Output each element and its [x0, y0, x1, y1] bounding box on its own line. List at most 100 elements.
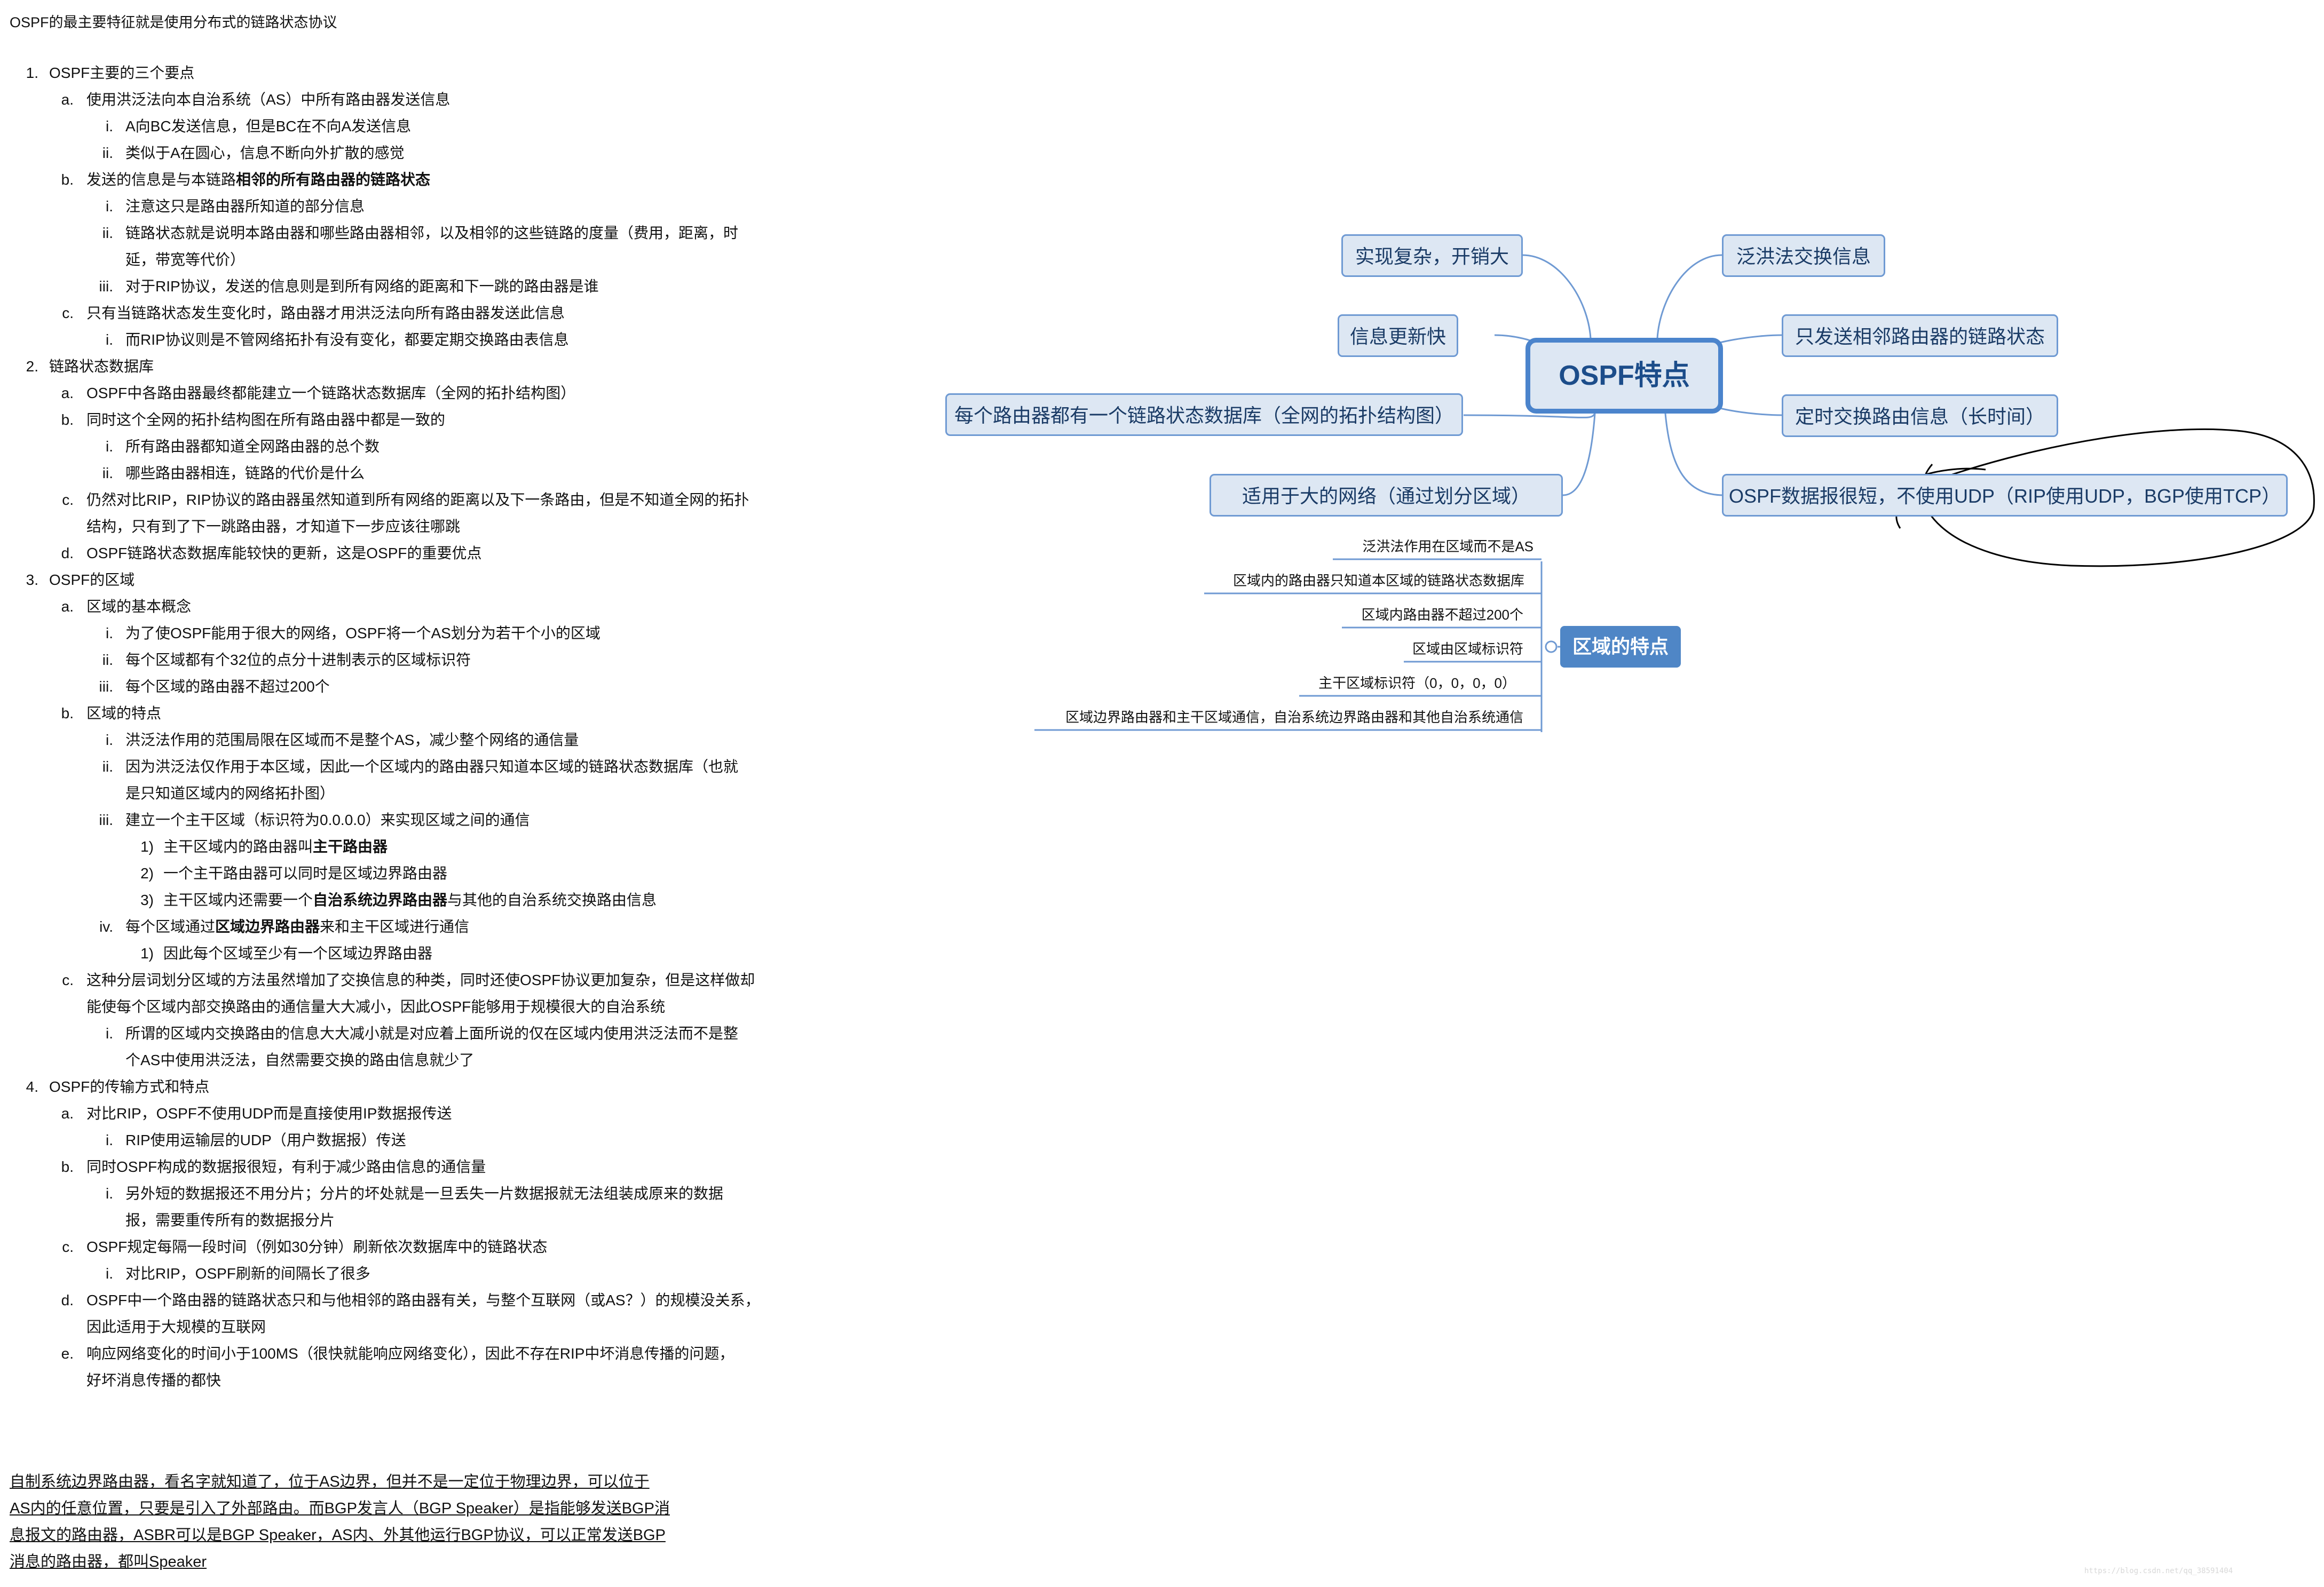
outline-text: 只有当链路状态发生变化时，路由器才用洪泛法向所有路由器发送此信息: [86, 305, 565, 321]
connector-line: [1656, 254, 1722, 339]
list-marker: ii.: [102, 758, 113, 775]
outline-text: OSPF的区域: [49, 572, 135, 588]
mindmap-node-left-3[interactable]: 每个路由器都有一个链路状态数据库（全网的拓扑结构图）: [945, 393, 1463, 436]
connector-line: [1522, 254, 1592, 339]
list-marker: 2): [140, 865, 154, 882]
connector-line: [1664, 413, 1725, 496]
list-marker: 1): [140, 838, 154, 855]
outline-text: 因此每个区域至少有一个区域边界路由器: [163, 945, 433, 962]
outline-text: 仍然对比RIP，RIP协议的路由器虽然知道到所有网络的距离以及下一条路由，但是不…: [86, 491, 749, 508]
region-leaf[interactable]: 区域由区域标识符: [1412, 641, 1523, 657]
region-leaf[interactable]: 主干区域标识符（0，0，0，0）: [1318, 675, 1516, 691]
list-marker: i.: [106, 625, 113, 641]
region-leaf[interactable]: 区域边界路由器和主干区域通信，自治系统边界路由器和其他自治系统通信: [1065, 709, 1523, 725]
mindmap-node-right-3[interactable]: 定时交换路由信息（长时间）: [1782, 394, 2058, 437]
list-marker: e.: [61, 1345, 74, 1362]
watermark: https://blog.csdn.net/qq_38591404: [2084, 1567, 2233, 1575]
region-leaf[interactable]: 区域内的路由器只知道本区域的链路状态数据库: [1232, 573, 1524, 589]
outline-text: 每个区域的路由器不超过200个: [125, 678, 330, 695]
footer-note: 自制系统边界路由器，看名字就知道了，位于AS边界，但并不是一定位于物理边界，可以…: [10, 1469, 703, 1575]
outline-text: 主干区域内的路由器叫主干路由器: [163, 834, 388, 860]
mindmap-node-left-4[interactable]: 适用于大的网络（通过划分区域）: [1210, 474, 1563, 517]
list-marker: b.: [61, 171, 74, 188]
list-marker: ii.: [102, 652, 113, 668]
text-run: 发送的信息是与本链路: [86, 171, 236, 188]
list-marker: c.: [62, 305, 74, 321]
list-marker: 1): [140, 945, 154, 962]
mindmap-node-right-1[interactable]: 泛洪法交换信息: [1722, 234, 1885, 277]
outline-text: 链路状态数据库: [49, 358, 154, 375]
bold-text: 自治系统边界路由器: [313, 892, 448, 908]
list-marker: i.: [106, 331, 113, 348]
outline-text: 对比RIP，OSPF刷新的间隔长了很多: [125, 1265, 370, 1282]
mindmap-node-left-1[interactable]: 实现复杂，开销大: [1341, 234, 1523, 277]
list-marker: d.: [61, 1292, 74, 1308]
list-marker: c.: [62, 491, 74, 508]
outline-text: 每个区域都有个32位的点分十进制表示的区域标识符: [125, 652, 471, 668]
list-marker: 3): [140, 892, 154, 908]
list-marker: ii.: [102, 145, 113, 161]
region-topic[interactable]: 区域的特点: [1560, 626, 1681, 668]
notes-title: OSPF的最主要特征就是使用分布式的链路状态协议: [10, 14, 337, 30]
outline-text: A向BC发送信息，但是BC在不向A发送信息: [125, 118, 412, 134]
list-marker: i.: [106, 1132, 113, 1148]
list-marker: i.: [106, 732, 113, 748]
outline-text: 链路状态就是说明本路由器和哪些路由器相邻，以及相邻的这些链路的度量（费用，距离，…: [125, 225, 739, 241]
list-marker: 3.: [26, 572, 38, 588]
list-marker: iii.: [99, 678, 113, 695]
outline-text: 响应网络变化的时间小于100MS（很快就能响应网络变化），因此不存在RIP中坏消…: [86, 1345, 734, 1362]
list-marker: i.: [106, 1185, 113, 1202]
outline-text: OSPF链路状态数据库能较快的更新，这是OSPF的重要优点: [86, 545, 482, 561]
outline-text: 洪泛法作用的范围局限在区域而不是整个AS，减少整个网络的通信量: [125, 732, 579, 748]
outline-continuation: 因此适用于大规模的互联网: [86, 1319, 266, 1335]
footer-note-line: AS内的任意位置，只要是引入了外部路由。而BGP发言人（BGP Speaker）…: [10, 1500, 670, 1517]
outline-continuation: 好坏消息传播的都快: [86, 1372, 222, 1388]
list-marker: a.: [61, 1105, 74, 1122]
mindmap-node-right-4[interactable]: OSPF数据报很短，不使用UDP（RIP使用UDP，BGP使用TCP）: [1722, 474, 2288, 517]
list-marker: i.: [106, 198, 113, 215]
list-marker: a.: [61, 598, 74, 615]
outline-text: 发送的信息是与本链路相邻的所有路由器的链路状态: [86, 166, 430, 193]
footer-note-line: 自制系统边界路由器，看名字就知道了，位于AS边界，但并不是一定位于物理边界，可以…: [10, 1473, 650, 1490]
footer-note-line: 息报文的路由器，ASBR可以是BGP Speaker，AS内、外其他运行BGP协…: [10, 1527, 666, 1544]
outline-text: 另外短的数据报还不用分片；分片的坏处就是一旦丢失一片数据报就无法组装成原来的数据: [125, 1185, 724, 1202]
outline-continuation: 结构，只有到了下一跳路由器，才知道下一步应该往哪跳: [86, 518, 461, 535]
list-marker: b.: [61, 1158, 74, 1175]
connector-line: [1463, 413, 1596, 419]
text-run: 每个区域通过: [125, 918, 216, 935]
bold-text: 相邻的所有路由器的链路状态: [236, 171, 431, 188]
region-leaf[interactable]: 区域内路由器不超过200个: [1361, 607, 1523, 623]
list-marker: 2.: [26, 358, 38, 375]
outline-text: 一个主干路由器可以同时是区域边界路由器: [163, 865, 448, 882]
outline-text: 为了使OSPF能用于很大的网络，OSPF将一个AS划分为若干个小的区域: [125, 625, 600, 641]
list-marker: 4.: [26, 1078, 38, 1095]
outline-text: 每个区域通过区域边界路由器来和主干区域进行通信: [125, 914, 469, 940]
outline-text: OSPF的传输方式和特点: [49, 1078, 210, 1095]
list-marker: iv.: [99, 918, 113, 935]
outline-text: 所有路由器都知道全网路由器的总个数: [125, 438, 380, 455]
region-leaf[interactable]: 泛洪法作用在区域而不是AS: [1362, 538, 1533, 554]
outline-text: 哪些路由器相连，链路的代价是什么: [125, 465, 365, 481]
list-marker: b.: [61, 705, 74, 721]
outline-continuation: 报，需要重传所有的数据报分片: [125, 1212, 335, 1228]
mindmap-node-left-2[interactable]: 信息更新快: [1338, 314, 1458, 357]
mindmap-node-right-2[interactable]: 只发送相邻路由器的链路状态: [1782, 314, 2058, 357]
text-run: 主干区域内还需要一个: [163, 892, 313, 908]
list-marker: c.: [62, 972, 74, 988]
bold-text: 主干路由器: [313, 838, 388, 855]
outline-text: 这种分层词划分区域的方法虽然增加了交换信息的种类，同时还使OSPF协议更加复杂，…: [86, 972, 755, 988]
outline-continuation: 能使每个区域内部交换路由的通信量大大减小，因此OSPF能够用于规模很大的自治系统: [86, 998, 666, 1015]
list-marker: 1.: [26, 65, 38, 81]
outline-text: OSPF中一个路由器的链路状态只和与他相邻的路由器有关，与整个互联网（或AS？）…: [86, 1292, 760, 1308]
list-marker: b.: [61, 411, 74, 428]
outline-text: 使用洪泛法向本自治系统（AS）中所有路由器发送信息: [86, 91, 450, 108]
footer-note-line: 消息的路由器，都叫Speaker: [10, 1553, 207, 1570]
outline-text: RIP使用运输层的UDP（用户数据报）传送: [125, 1132, 406, 1148]
list-marker: iii.: [99, 278, 113, 295]
bold-text: 区域边界路由器: [215, 918, 320, 935]
list-marker: ii.: [102, 465, 113, 481]
list-marker: iii.: [99, 812, 113, 828]
central-topic[interactable]: OSPF特点: [1525, 338, 1723, 414]
outline-text: 同时OSPF构成的数据报很短，有利于减少路由信息的通信量: [86, 1158, 486, 1175]
